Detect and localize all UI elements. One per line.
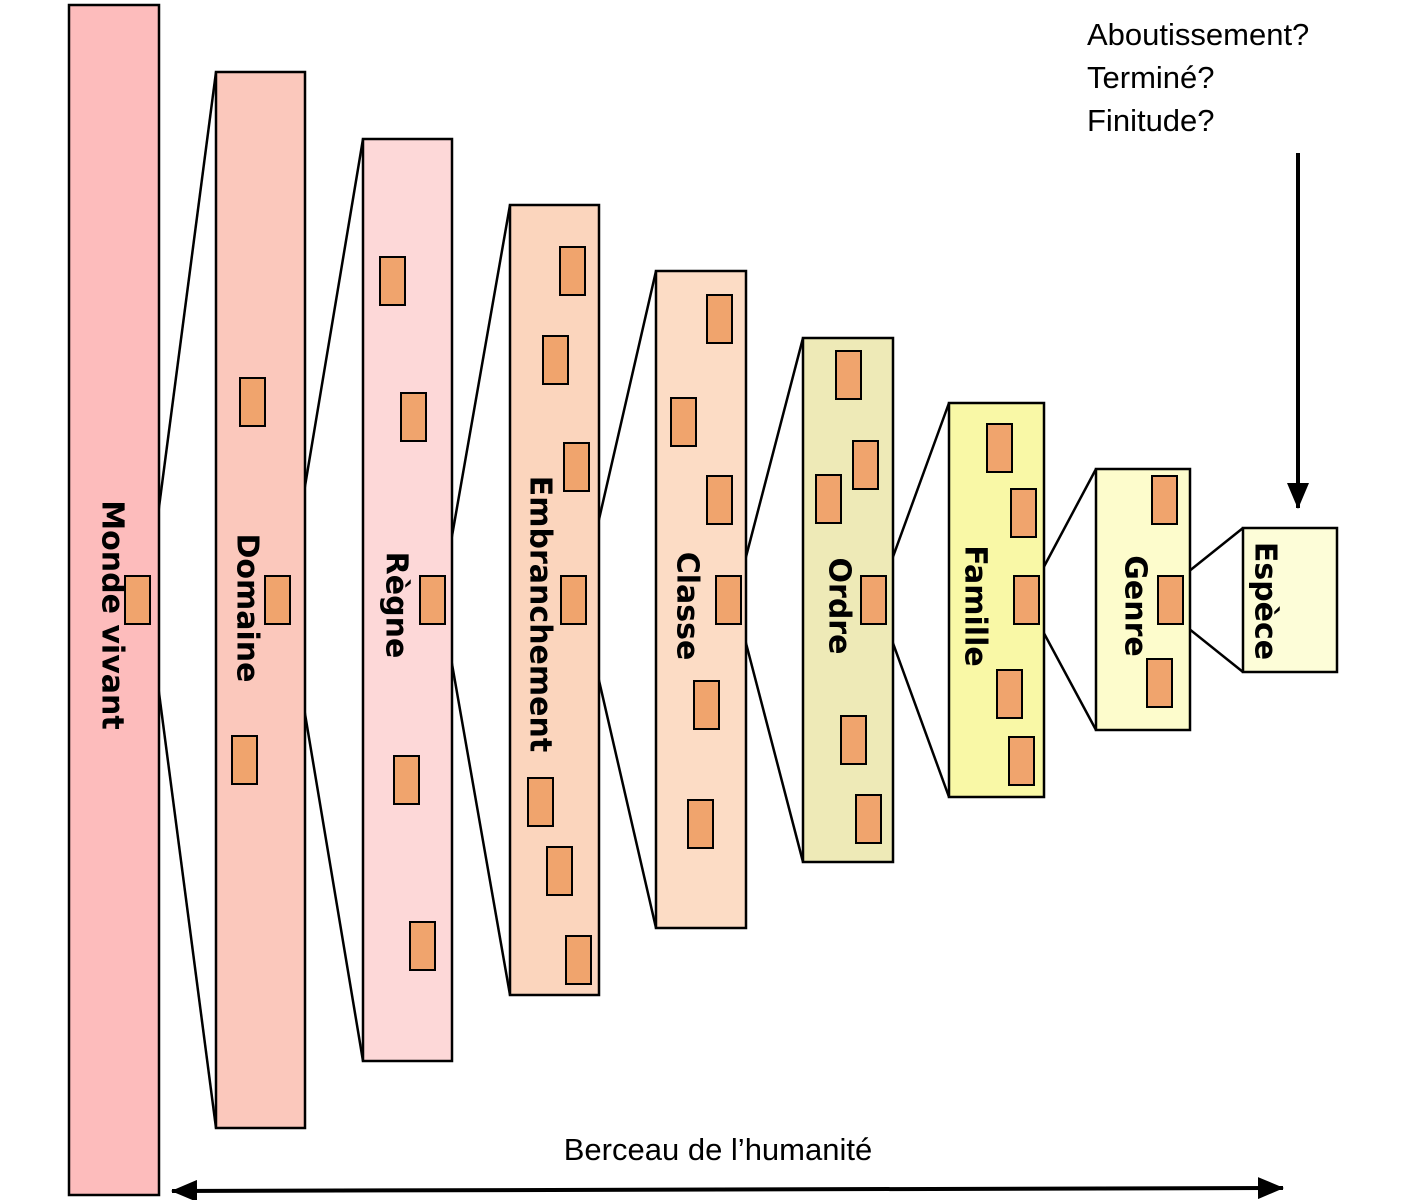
member (1146, 658, 1173, 708)
rank-domaine: Domaine (214, 70, 307, 1130)
rank-label-espece: Espèce (1248, 542, 1283, 660)
member (855, 794, 882, 844)
member (1151, 475, 1178, 525)
member (379, 256, 406, 306)
rank-box-espece (1241, 526, 1339, 674)
member (527, 777, 554, 827)
cradle-arrow (171, 1177, 1284, 1200)
rank-label-famille: Famille (958, 545, 993, 666)
member-selected (715, 575, 742, 625)
rank-regne: Règne (361, 137, 454, 1063)
member (706, 294, 733, 344)
rank-monde-vivant: Monde vivant (67, 3, 161, 1197)
member (835, 350, 862, 400)
rank-embranchement: Embranchement (508, 203, 601, 997)
zoom-line-bottom (739, 623, 805, 863)
member-selected (560, 575, 587, 625)
rank-label-domaine: Domaine (230, 533, 265, 682)
question-finitude: Finitude? (1087, 103, 1215, 138)
member (693, 680, 720, 730)
rank-espece: Espèce (1241, 526, 1339, 674)
rank-ordre: Ordre (801, 336, 895, 864)
rank-label-classe: Classe (670, 552, 705, 661)
question-aboutissement: Aboutissement? (1087, 17, 1309, 52)
rank-genre: Genre (1094, 467, 1192, 732)
question-termine: Terminé? (1087, 60, 1215, 95)
zoom-line-top (443, 204, 512, 577)
member (852, 440, 879, 490)
member (706, 475, 733, 525)
member (1010, 488, 1037, 538)
member-selected (419, 575, 446, 625)
member (231, 735, 258, 785)
zoom-line-top (884, 402, 951, 577)
zoom-line-bottom (1037, 623, 1098, 731)
member (542, 335, 569, 385)
rank-label-monde-vivant: Monde vivant (95, 500, 130, 729)
zoom-line-bottom (148, 623, 218, 1129)
cradle-label: Berceau de l’humanité (564, 1132, 872, 1167)
member-selected (860, 575, 887, 625)
zoom-line-top (148, 71, 218, 577)
rank-classe: Classe (654, 269, 748, 930)
rank-label-genre: Genre (1118, 555, 1153, 656)
member (400, 392, 427, 442)
member (1008, 736, 1035, 786)
rank-boxes: Monde vivant Domaine Règne Embranchement Cla… (67, 3, 1339, 1197)
member (687, 799, 714, 849)
rank-label-ordre: Ordre (822, 558, 857, 655)
member (409, 921, 436, 971)
member (546, 846, 573, 896)
member-selected (1013, 575, 1040, 625)
zoom-line-bottom (884, 623, 951, 798)
member (559, 246, 586, 296)
zoom-line-top (1037, 468, 1098, 577)
member (563, 442, 590, 492)
member-selected (264, 575, 291, 625)
member (670, 397, 697, 447)
rank-famille: Famille (947, 401, 1046, 799)
member (239, 377, 266, 427)
member (996, 669, 1023, 719)
member (840, 715, 867, 765)
zoom-line-bottom (443, 623, 512, 996)
member (815, 474, 842, 524)
member (393, 755, 420, 805)
zoom-line-top (1182, 527, 1244, 577)
member (986, 423, 1013, 473)
member-selected (1157, 575, 1184, 625)
member-selected (124, 575, 151, 625)
rank-label-embranchement: Embranchement (523, 476, 558, 752)
zoom-line-bottom (1182, 623, 1244, 673)
rank-label-regne: Règne (379, 552, 414, 659)
zoom-line-top (739, 337, 805, 577)
member (565, 935, 592, 985)
